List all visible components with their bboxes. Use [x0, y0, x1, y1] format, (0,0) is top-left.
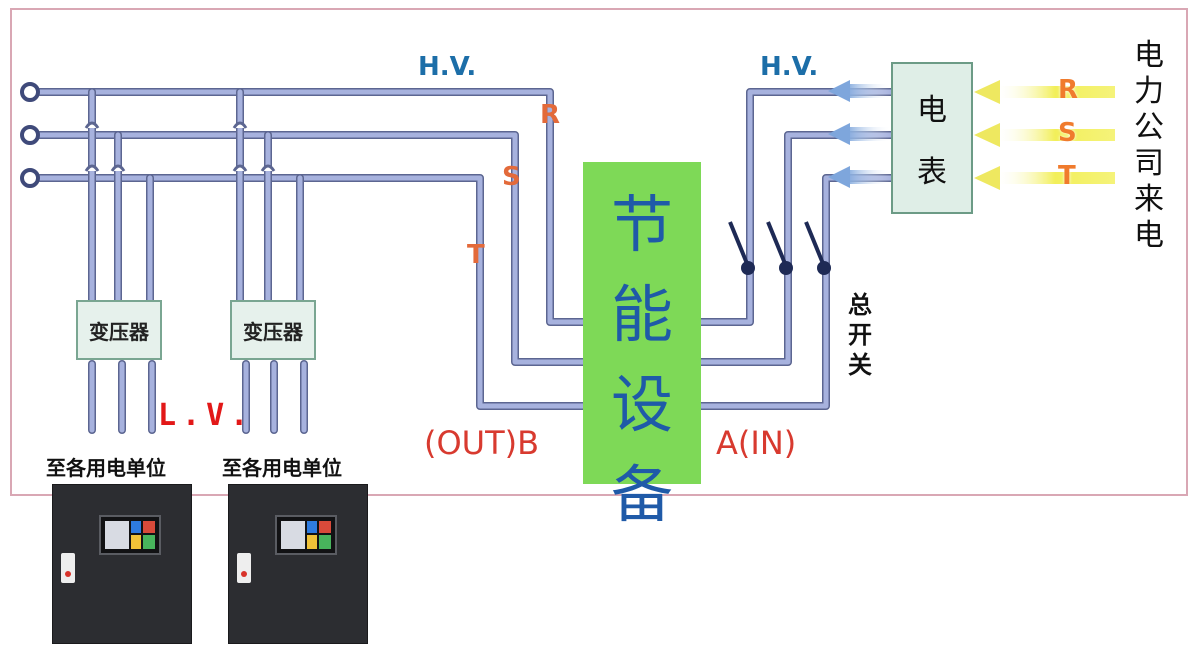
flow-arrow-icon [828, 80, 891, 188]
destination-caption-1: 至各用电单位 [46, 456, 166, 480]
main-switch-char: 开 [848, 321, 872, 349]
utility-char: 来 [1134, 182, 1164, 217]
out-b-label: (OUT)B [424, 424, 540, 462]
in-line-a [697, 88, 895, 326]
device-char-3: 设 [610, 368, 673, 441]
utility-char: 电 [1134, 38, 1164, 73]
bus-lines [36, 88, 895, 434]
hv-label-right: H.V. [760, 52, 819, 82]
utility-char: 电 [1134, 218, 1164, 253]
crossover-marks [84, 121, 276, 172]
door-handle-icon [237, 553, 251, 583]
cabinet-screen [275, 515, 337, 555]
device-char-1: 节 [610, 188, 673, 261]
ground-symbol-icon [20, 82, 40, 188]
utility-source-label: 电 力 公 司 来 电 [1134, 38, 1164, 254]
incoming-arrow-icons [974, 80, 1115, 190]
meter-char-2: 表 [917, 155, 947, 190]
control-cabinet-1 [52, 484, 192, 644]
meter-box: 电 表 [891, 62, 973, 214]
main-switch-char: 关 [848, 351, 872, 379]
utility-char: 公 [1134, 110, 1164, 145]
input-s-label: S [1058, 118, 1077, 148]
phase-r-label: R [540, 100, 561, 130]
input-t-label: T [1058, 161, 1076, 191]
phase-s-label: S [502, 162, 521, 192]
input-r-label: R [1058, 75, 1079, 105]
main-switch-char: 总 [848, 291, 872, 319]
diagram-frame [10, 8, 1188, 496]
device-char-4: 备 [610, 458, 673, 531]
destination-caption-2: 至各用电单位 [222, 456, 342, 480]
utility-char: 司 [1134, 146, 1164, 181]
hv-label-left: H.V. [418, 52, 477, 82]
transformer-box-2: 变压器 [230, 300, 316, 360]
control-cabinet-2 [228, 484, 368, 644]
meter-char-1: 电 [917, 93, 947, 128]
transformer-box-1: 变压器 [76, 300, 162, 360]
energy-saving-device: 节 能 设 备 [583, 162, 701, 531]
device-char-2: 能 [610, 278, 673, 351]
in-a-label: A(IN) [716, 424, 797, 462]
lv-label: L.V. [158, 398, 255, 433]
cabinet-screen [99, 515, 161, 555]
door-handle-icon [61, 553, 75, 583]
main-switch-label: 总 开 关 [848, 290, 872, 380]
phase-t-label: T [467, 240, 485, 270]
utility-char: 力 [1134, 74, 1164, 109]
switch-contact-icon [728, 221, 831, 275]
